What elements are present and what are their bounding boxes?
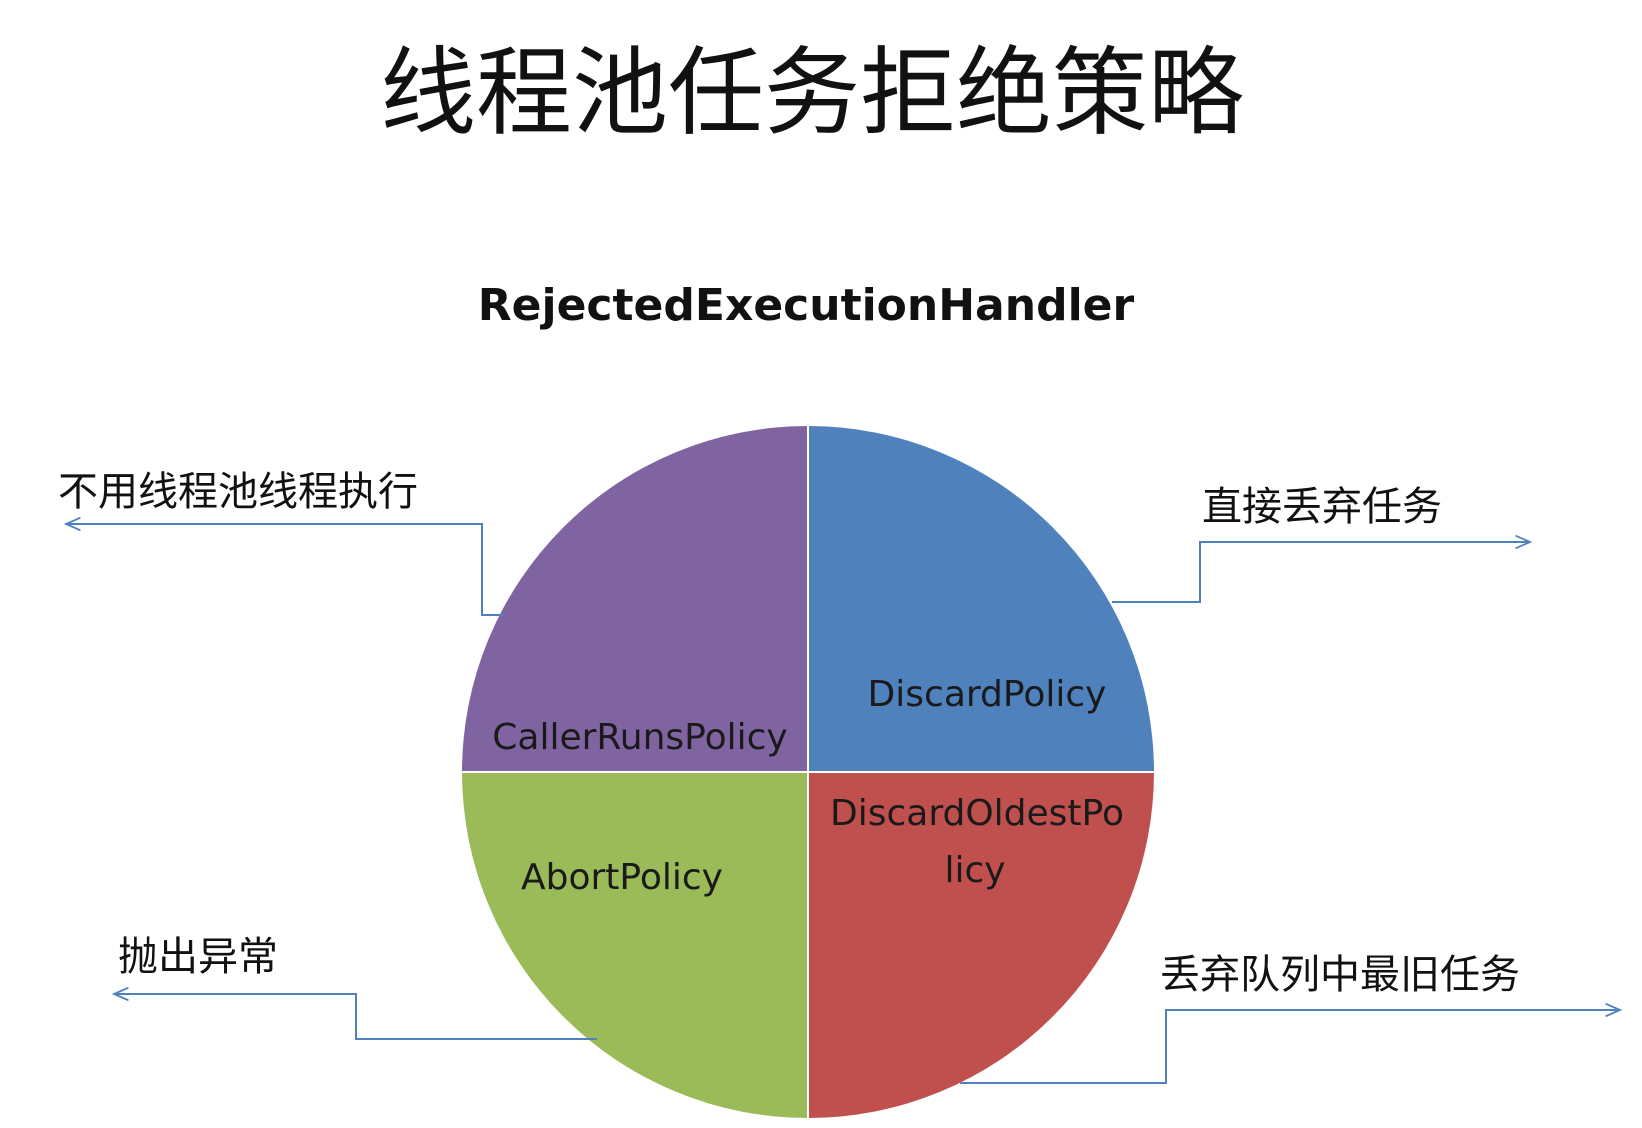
slice-label-abort-policy: AbortPolicy <box>521 857 723 898</box>
callout-line-abort <box>114 994 597 1040</box>
callout-text-discard-oldest: 丢弃队列中最旧任务 <box>1160 952 1520 998</box>
diagram-subtitle: RejectedExecutionHandler <box>478 280 1135 331</box>
callout-text-discard: 直接丢弃任务 <box>1202 484 1442 530</box>
policy-pie <box>462 426 1154 1118</box>
slice-label-discard-oldest-policy-line1: DiscardOldestPo <box>830 793 1124 834</box>
callout-text-abort: 抛出异常 <box>118 934 278 980</box>
slice-label-caller-runs-policy: CallerRunsPolicy <box>492 717 788 758</box>
page-title: 线程池任务拒绝策略 <box>380 37 1244 149</box>
slice-label-discard-oldest-policy-line2: licy <box>944 850 1005 891</box>
slice-caller-runs-policy <box>462 426 808 772</box>
slice-discard-policy <box>808 426 1154 772</box>
callout-line-caller-runs <box>66 524 504 616</box>
slice-discard-oldest-policy <box>808 772 1154 1118</box>
callout-line-discard-oldest <box>960 1010 1620 1084</box>
slice-abort-policy <box>462 772 808 1118</box>
callout-text-caller-runs: 不用线程池线程执行 <box>58 469 418 515</box>
callout-line-discard <box>1112 542 1530 603</box>
slice-label-discard-policy: DiscardPolicy <box>868 674 1107 715</box>
